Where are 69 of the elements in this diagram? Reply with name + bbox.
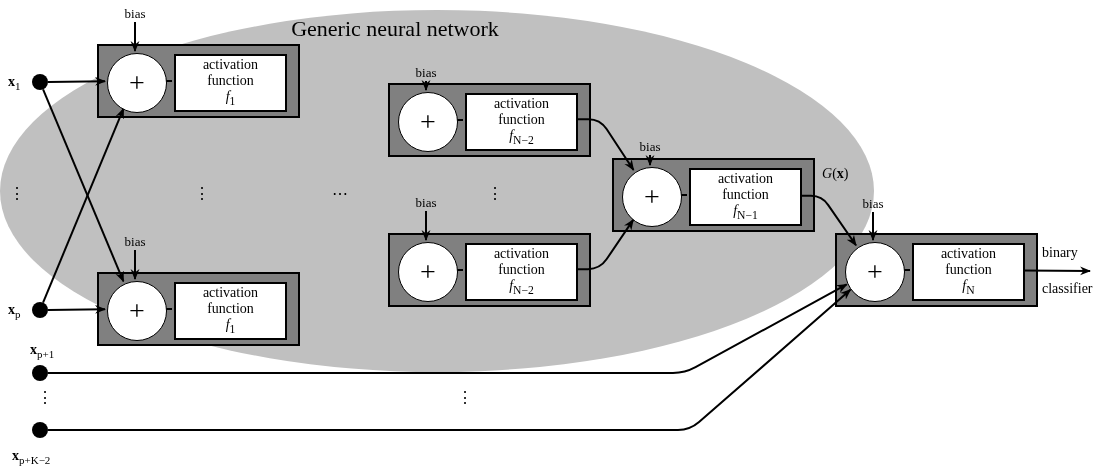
bias-label: bias (117, 6, 153, 22)
neuron-block (388, 233, 591, 307)
arrow (47, 77, 107, 86)
ellipsis: ⋮ (194, 186, 210, 202)
input-dot (32, 422, 48, 438)
activation-box (689, 168, 802, 226)
function-symbol: f$_{N−2}$ (509, 128, 534, 148)
connector-line (455, 119, 464, 121)
arrow (575, 118, 635, 171)
arrow (421, 80, 431, 92)
arrow (130, 249, 140, 281)
input-dot (32, 74, 48, 90)
input-label: x$_{p+1}$ (30, 341, 55, 362)
arrow (868, 211, 878, 242)
connector-line (164, 308, 173, 310)
output-label: G(x) (822, 165, 849, 183)
summation-circle: + (107, 53, 167, 113)
bias-label: bias (408, 195, 444, 211)
region-title: Generic neural network (290, 16, 500, 42)
arrow (645, 154, 655, 167)
neuron-block (97, 272, 300, 346)
input-label: x$_{1}$ (8, 73, 21, 94)
input-label: x$_{p+K−2}$ (12, 447, 51, 468)
input-dot (32, 302, 48, 318)
arrow (799, 194, 857, 247)
neuron-block (97, 44, 300, 118)
bias-label: bias (855, 196, 891, 212)
function-symbol: f$_{N−2}$ (509, 278, 534, 298)
edge-label: binary classifier (1042, 244, 1094, 298)
summation-circle: + (398, 242, 458, 302)
activation-box (465, 93, 578, 151)
activation-box (174, 282, 287, 340)
bias-label: bias (632, 139, 668, 155)
arrow (575, 218, 635, 271)
arrow (47, 283, 848, 374)
neuron-block (388, 83, 591, 157)
summation-circle: + (107, 281, 167, 341)
arrow (421, 210, 431, 242)
ellipsis: ⋯ (332, 186, 348, 202)
summation-circle: + (398, 92, 458, 152)
arrow (47, 305, 107, 314)
arrow (1022, 266, 1092, 276)
activation-box (465, 243, 578, 301)
function-symbol: f$_{1}$ (225, 89, 236, 109)
connector-line (902, 269, 911, 271)
function-symbol: f$_{1}$ (225, 317, 236, 337)
function-symbol: f$_{N}$ (962, 278, 975, 298)
input-label: x$_{p}$ (8, 301, 21, 322)
arrow (42, 107, 125, 304)
ellipsis: ⋮ (487, 186, 503, 202)
arrow (130, 21, 140, 53)
ellipsis: ⋮ (37, 390, 53, 406)
ellipsis: ⋮ (457, 390, 473, 406)
bias-label: bias (117, 234, 153, 250)
bias-label: bias (408, 65, 444, 81)
summation-circle: + (622, 167, 682, 227)
activation-box (912, 243, 1025, 301)
summation-circle: + (845, 242, 905, 302)
activation-box (174, 54, 287, 112)
function-symbol: f$_{N−1}$ (733, 203, 758, 223)
arrow (42, 88, 125, 283)
connector-line (455, 269, 464, 271)
neuron-block (835, 233, 1038, 307)
connector-line (164, 80, 173, 82)
neuron-block (612, 158, 815, 232)
connector-line (679, 194, 688, 196)
arrow (47, 288, 852, 431)
input-dot (32, 365, 48, 381)
ellipsis: ⋮ (9, 186, 25, 202)
